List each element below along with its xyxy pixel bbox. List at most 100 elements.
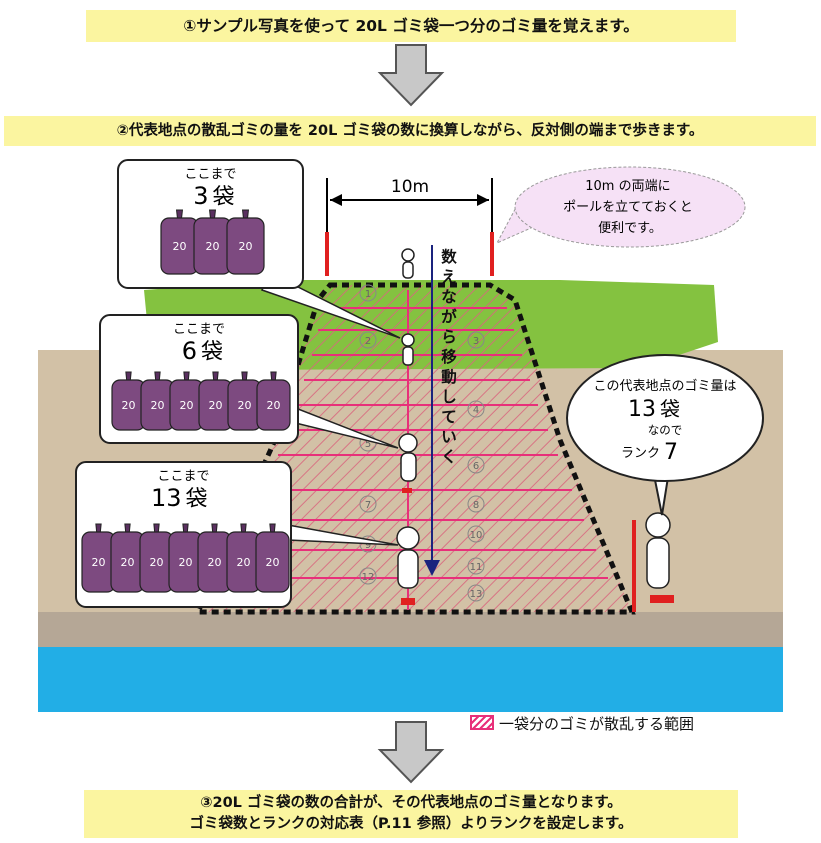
garbage-bag-icon: 20	[111, 371, 146, 431]
walker-2	[401, 333, 415, 366]
callout-unit: 袋	[186, 487, 208, 512]
cell-number-circle	[467, 400, 485, 418]
walker-1	[401, 248, 415, 279]
bag-label: 20	[206, 240, 220, 253]
garbage-bag-icon: 20	[169, 371, 204, 431]
cell-number: 9	[365, 540, 371, 551]
cell-number: 3	[473, 336, 479, 347]
callout-prefix: ここまで	[157, 469, 209, 484]
vertical-char: 数	[441, 247, 457, 266]
walk-direction: 数えながら移動していく	[424, 245, 457, 576]
cell-number: 12	[362, 572, 375, 583]
bag-label: 20	[121, 556, 135, 569]
garbage-bag-icon: 20	[160, 209, 199, 275]
vertical-char: 動	[441, 367, 457, 386]
bag-label: 20	[267, 399, 281, 412]
down-arrow-1	[377, 44, 445, 107]
callout-unit: 袋	[201, 340, 223, 365]
cell-number-circle	[359, 284, 377, 302]
vertical-walk-text: 数えながら移動していく	[441, 247, 457, 466]
bag-label: 20	[180, 399, 194, 412]
garbage-bag-icon: 20	[255, 523, 290, 593]
cell-number: 4	[473, 405, 479, 416]
garbage-bag-icon: 20	[81, 523, 116, 593]
legend: 一袋分のゴミが散乱する範囲	[470, 713, 694, 734]
cell-number: 11	[470, 562, 483, 573]
speech-line1: この代表地点のゴミ量は	[593, 378, 736, 394]
svg-text:10m の両端に ポールを立てておくと: 10m の両端に ポールを立てておくと 便利です。	[563, 179, 697, 236]
cell-number: 6	[473, 461, 479, 472]
speech-rank-value: 7	[664, 440, 678, 465]
cell-number-circle	[359, 567, 377, 585]
garbage-bag-icon: 20	[140, 371, 175, 431]
step3-banner: ③20L ゴミ袋の数の合計が、その代表地点のゴミ量となります。 ゴミ袋数とランク…	[84, 790, 738, 838]
walker-4	[396, 526, 420, 605]
bag-label: 20	[173, 240, 187, 253]
garbage-bag-icon: 20	[193, 209, 232, 275]
bag-label: 20	[239, 240, 253, 253]
bag-label: 20	[209, 399, 223, 412]
garbage-bag-icon: 20	[197, 523, 232, 593]
vertical-char: 移	[441, 347, 457, 366]
pole-note-line1: 10m の両端に	[585, 179, 670, 194]
bag-label: 20	[237, 556, 251, 569]
cell-number-circle	[467, 525, 485, 543]
width-label: 10m	[391, 177, 429, 197]
bag-label: 20	[208, 556, 222, 569]
pole-note-line3: 便利です。	[598, 221, 662, 236]
callout-count: 6	[182, 337, 197, 365]
walker-figures	[396, 248, 674, 605]
walker-3	[398, 433, 418, 493]
garbage-bag-icon: 20	[227, 371, 262, 431]
width-dimension: 10m	[326, 177, 493, 240]
vertical-char: く	[441, 448, 457, 466]
cell-number-circle	[467, 584, 485, 602]
vertical-char: い	[441, 428, 457, 446]
callout-count: 3	[193, 182, 208, 210]
vertical-char: が	[441, 307, 457, 326]
step3-line2: ゴミ袋数とランクの対応表（P.11 参照）よりランクを設定します。	[189, 816, 633, 832]
legend-text: 一袋分のゴミが散乱する範囲	[499, 715, 695, 733]
river-water	[38, 647, 783, 712]
speech-unit: 袋	[660, 397, 680, 421]
pole-note-bubble: 10m の両端に ポールを立てておくと 便利です。	[495, 166, 746, 248]
vertical-char: な	[441, 288, 457, 306]
cell-number: 13	[470, 589, 483, 600]
cell-number-circle	[467, 331, 485, 349]
cell-number: 8	[473, 500, 479, 511]
bag-label: 20	[179, 556, 193, 569]
cell-number: 10	[470, 530, 483, 541]
cell-number-circle	[467, 456, 485, 474]
callout-unit: 袋	[213, 185, 235, 210]
bag-label: 20	[150, 556, 164, 569]
callout-prefix: ここまで	[173, 322, 225, 337]
bag-label: 20	[122, 399, 136, 412]
vertical-char: ら	[441, 328, 457, 346]
vertical-char: し	[441, 388, 457, 406]
bag-label: 20	[238, 399, 252, 412]
callout-count: 13	[151, 484, 182, 512]
cell-number-circle	[467, 557, 485, 575]
bag-label: 20	[151, 399, 165, 412]
down-arrow-2	[377, 721, 445, 784]
bag-label: 20	[266, 556, 280, 569]
garbage-bag-icon: 20	[168, 523, 203, 593]
result-speech-bubble: この代表地点のゴミ量は 13 袋 なので ランク 7	[566, 354, 764, 516]
garbage-bag-icon: 20	[256, 371, 291, 431]
garbage-bag-icon: 20	[139, 523, 174, 593]
speech-rank-label: ランク	[621, 446, 660, 461]
cell-number-circle	[359, 331, 377, 349]
speech-count: 13	[628, 397, 656, 422]
cell-number: 7	[365, 500, 371, 511]
pole-note-line2: ポールを立てておくと	[563, 200, 693, 215]
step2-banner: ②代表地点の散乱ゴミの量を 20L ゴミ袋の数に換算しながら、反対側の端まで歩き…	[4, 116, 816, 146]
step1-banner: ①サンプル写真を使って 20L ゴミ袋一つ分のゴミ量を覚えます。	[86, 10, 736, 42]
cell-number-circle	[359, 495, 377, 513]
hatch-swatch-icon	[470, 715, 494, 730]
speech-line3: なので	[648, 423, 683, 437]
